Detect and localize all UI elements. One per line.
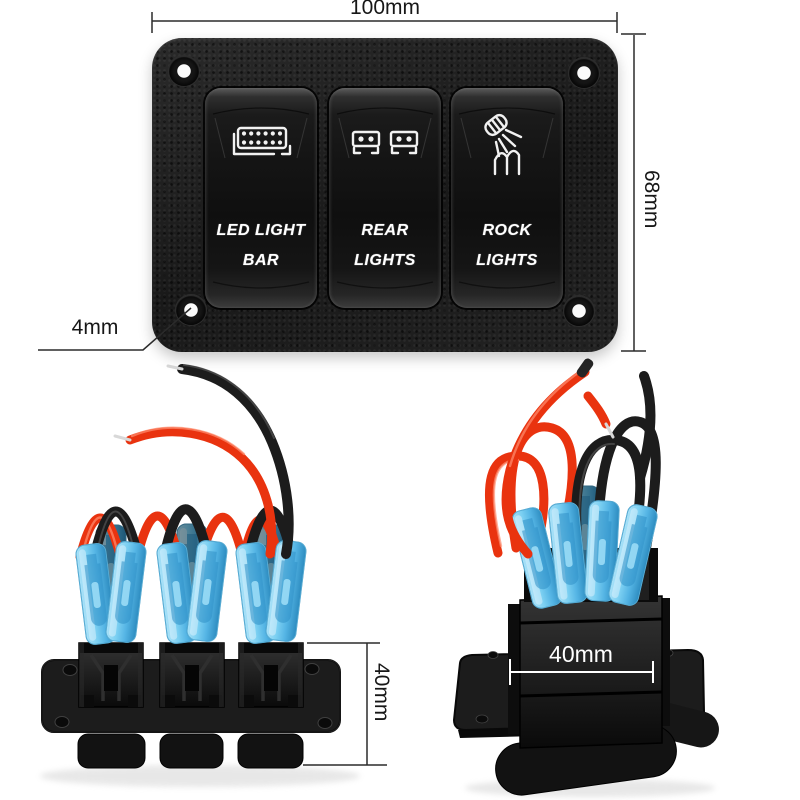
wire-end-cap	[576, 358, 594, 378]
switch-label-line2: LIGHTS	[476, 252, 538, 269]
side-wiring-photo: 40mm	[452, 358, 719, 797]
plate-hole	[62, 664, 78, 676]
mounting-hole-bottom-right	[564, 296, 594, 326]
red-lead-wire	[501, 358, 615, 559]
switch-label-line1: LED LIGHT	[216, 222, 306, 239]
width-dimension-label: 100mm	[349, 0, 421, 19]
plate-hole	[304, 663, 320, 675]
switch-label-line2: LIGHTS	[354, 252, 416, 269]
height-dimension-label: 68mm	[640, 170, 663, 229]
mounting-hole-top-right	[569, 58, 599, 88]
rocker-gloss	[458, 107, 556, 289]
black-jumper-wires	[571, 371, 661, 555]
led-light-bar-icon	[232, 126, 292, 156]
body-width-dimension-label: 40mm	[549, 641, 613, 667]
plate-hole	[317, 717, 333, 729]
switch-label-line2: BAR	[242, 252, 280, 269]
switch-body	[237, 641, 305, 709]
plate-hole	[487, 651, 499, 659]
rocker-switch-rock-lights: ROCK LIGHTS	[451, 88, 563, 308]
hole-dimension-label: 4mm	[71, 316, 119, 339]
rear-wiring-photo	[40, 364, 387, 787]
rocker-faces-under-plate	[77, 733, 304, 769]
rocker-gloss	[336, 107, 434, 289]
switch-body	[77, 641, 145, 709]
rock-lights-icon	[484, 113, 523, 176]
rear-lights-icon	[351, 130, 419, 155]
switch-label-line1: ROCK	[482, 222, 532, 239]
plate-hole	[54, 716, 70, 728]
mounting-hole-top-left	[169, 56, 199, 86]
red-lead-wire	[113, 426, 277, 559]
ground-shadow	[40, 765, 360, 787]
rocker-switch-rear-lights: REAR LIGHTS	[329, 88, 441, 308]
rear-depth-dimension-label: 40mm	[370, 663, 393, 722]
plate-hole	[475, 714, 489, 724]
mounting-hole-bottom-left	[176, 295, 206, 325]
switch-body	[158, 641, 226, 709]
switch-label-line1: REAR	[361, 222, 409, 239]
black-lead-wire	[166, 364, 294, 559]
switch-panel-front: LED LIGHT BAR	[152, 38, 618, 352]
depth-dimension-line	[303, 642, 387, 766]
rocker-switch-led-light-bar: LED LIGHT BAR	[205, 88, 317, 308]
rocker-gloss	[212, 107, 310, 289]
body-width-dimension: 40mm	[509, 641, 654, 685]
